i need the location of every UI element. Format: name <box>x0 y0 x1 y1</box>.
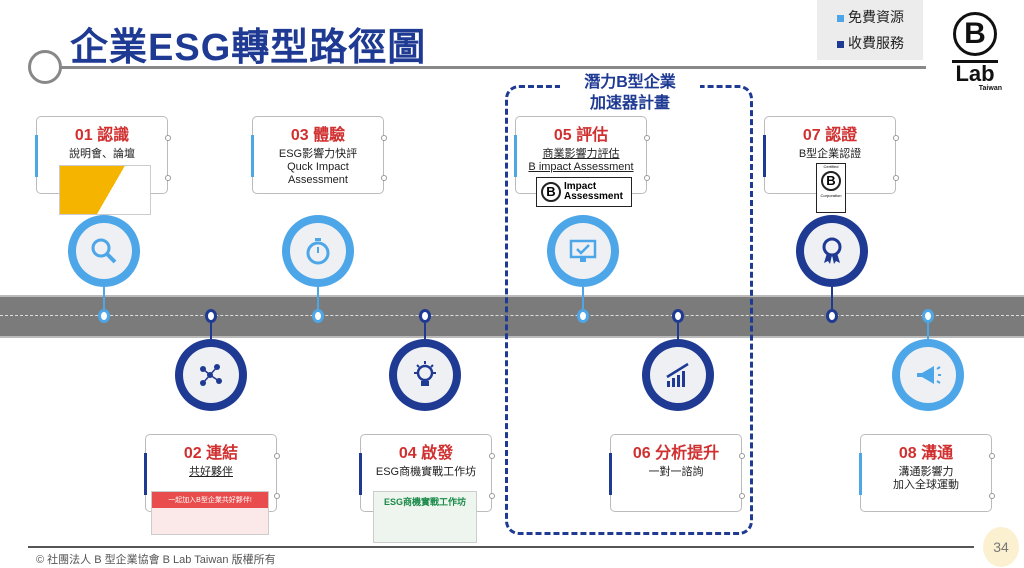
road-marker <box>312 309 324 323</box>
pin-stem <box>927 323 929 339</box>
footer-line <box>28 546 974 548</box>
stopwatch-icon <box>306 238 330 265</box>
badge-certified: Certified <box>823 164 839 169</box>
step-heading: 02 連結 <box>183 445 239 462</box>
page-title: 企業ESG轉型路徑圖 <box>70 27 427 69</box>
step-heading: 06 分析提升 <box>632 445 720 462</box>
accelerator-title: 潛力B型企業加速器計畫 <box>560 72 700 114</box>
megaphone-icon <box>917 366 941 384</box>
blab-logo-region: Taiwan <box>978 85 1002 92</box>
step-heading: 04 啟發 <box>398 445 454 462</box>
step-pin-2[interactable] <box>175 339 247 411</box>
copyright: © 社團法人 B 型企業協會 B Lab Taiwan 版權所有 <box>36 554 276 566</box>
badge-corporation: Corporation <box>820 193 842 198</box>
step-line: 共好夥伴 <box>189 466 233 478</box>
monitor-check-icon <box>569 239 597 262</box>
partner-thumbnail: 一起加入B型企業共好夥伴! <box>151 491 269 535</box>
pin-stem <box>210 323 212 339</box>
step-type-bar <box>859 453 862 495</box>
step-heading: 03 體驗 <box>290 127 346 144</box>
step-pin-7[interactable] <box>796 215 868 287</box>
road-marker <box>419 309 431 323</box>
seminar-thumbnail <box>59 165 151 215</box>
road-marker <box>577 309 589 323</box>
road-centerline <box>0 315 1024 316</box>
pin-stem <box>582 287 584 309</box>
accelerator-title-line2: 加速器計畫 <box>589 95 670 112</box>
step-line: ESG商機實戰工作坊 <box>375 466 477 478</box>
growth-chart-icon <box>666 362 689 387</box>
step-heading: 07 認證 <box>802 127 858 144</box>
magnifier-icon <box>91 238 117 264</box>
step-card-8[interactable]: 08 溝通 溝通影響力加入全球運動 <box>859 434 995 512</box>
title-underline <box>58 66 926 69</box>
road-marker <box>205 309 217 323</box>
badge-assessment: Assessment <box>564 191 623 202</box>
legend-paid-label: 收費服務 <box>848 35 904 51</box>
pin-stem <box>424 323 426 339</box>
pin-stem <box>103 287 105 309</box>
step-type-bar <box>609 453 612 495</box>
step-heading: 05 評估 <box>553 127 609 144</box>
step-line: ESG影響力快評 <box>278 148 358 160</box>
blab-logo: B Lab Taiwan <box>948 12 1002 92</box>
award-ribbon-icon <box>822 237 842 264</box>
step-pin-3[interactable] <box>282 215 354 287</box>
step-pin-1[interactable] <box>68 215 140 287</box>
step-type-bar <box>763 135 766 177</box>
step-card-4[interactable]: 04 啟發 ESG商機實戰工作坊 ESG商機實戰工作坊 <box>359 434 495 543</box>
pin-stem <box>677 323 679 339</box>
step-type-bar <box>144 453 147 495</box>
page-number: 34 <box>983 527 1019 567</box>
workshop-thumbnail: ESG商機實戰工作坊 <box>373 491 477 543</box>
step-card-2[interactable]: 02 連結 共好夥伴 一起加入B型企業共好夥伴! <box>144 434 280 535</box>
legend-free: 免費資源 <box>837 4 923 30</box>
step-line: Quck Impact <box>287 161 349 173</box>
step-type-bar <box>35 135 38 177</box>
step-heading: 01 認識 <box>74 127 130 144</box>
title-circle <box>28 50 62 84</box>
blab-logo-lab: Lab <box>955 61 995 86</box>
road <box>0 295 1024 338</box>
step-line: 商業影響力評估 <box>542 148 620 160</box>
workshop-thumbnail-text: ESG商機實戰工作坊 <box>383 497 466 507</box>
accelerator-title-line1: 潛力B型企業 <box>584 74 676 91</box>
network-icon <box>200 364 222 386</box>
step-pin-5[interactable] <box>547 215 619 287</box>
step-pin-6[interactable] <box>642 339 714 411</box>
step-type-bar <box>514 135 517 177</box>
lightbulb-icon <box>414 361 436 386</box>
step-pin-8[interactable] <box>892 339 964 411</box>
pin-stem <box>317 287 319 309</box>
road-marker <box>922 309 934 323</box>
step-line: Assessment <box>288 174 348 186</box>
legend: 免費資源 收費服務 <box>817 0 923 60</box>
road-marker <box>98 309 110 323</box>
step-type-bar <box>359 453 362 495</box>
legend-paid: 收費服務 <box>837 30 923 56</box>
step-line: 說明會、論壇 <box>69 148 135 160</box>
partner-thumbnail-text: 一起加入B型企業共好夥伴! <box>152 492 268 508</box>
step-pin-4[interactable] <box>389 339 461 411</box>
step-heading: 08 溝通 <box>898 445 954 462</box>
pin-stem <box>831 287 833 309</box>
step-line: 加入全球運動 <box>893 479 959 491</box>
road-marker <box>826 309 838 323</box>
step-line: 溝通影響力 <box>898 466 954 478</box>
legend-free-label: 免費資源 <box>848 9 904 25</box>
blab-logo-b: B <box>953 12 997 56</box>
step-card-6[interactable]: 06 分析提升 一對一諮詢 <box>609 434 745 512</box>
badge-impact: Impact <box>564 181 597 192</box>
step-line: 一對一諮詢 <box>648 466 704 478</box>
step-line: B型企業認證 <box>798 148 862 160</box>
step-type-bar <box>251 135 254 177</box>
step-card-1[interactable]: 01 認識 說明會、論壇 <box>35 116 171 215</box>
road-marker <box>672 309 684 323</box>
step-line: B impact Assessment <box>528 161 634 173</box>
